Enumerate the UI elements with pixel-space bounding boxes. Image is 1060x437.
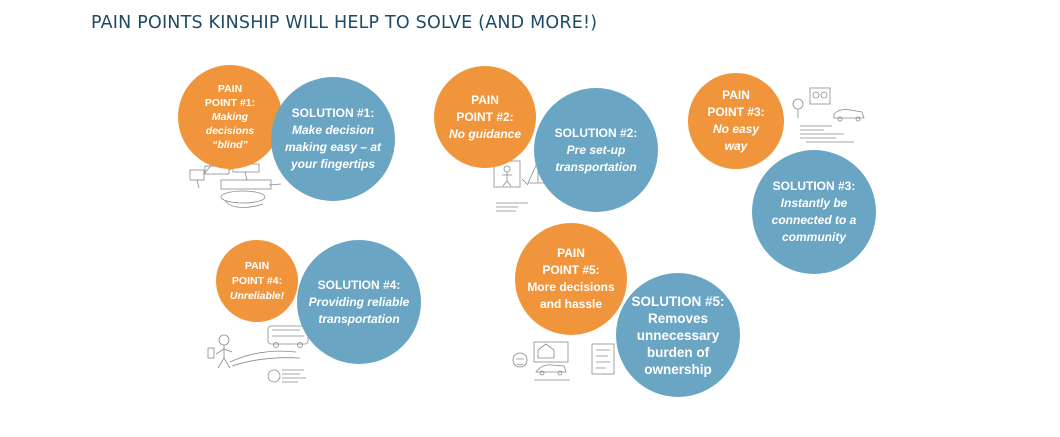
solution-4: SOLUTION #4: Providing reliable transpor… <box>297 240 421 364</box>
solution-4-head: SOLUTION #4: <box>317 277 401 292</box>
solution-3-body: community <box>781 230 846 244</box>
solution-1-body: your fingertips <box>290 157 375 171</box>
sketch-car-house-figures-icon <box>512 341 615 381</box>
solution-1-body: Make decision <box>291 123 375 137</box>
solution-5-head: SOLUTION #5: <box>631 293 725 309</box>
pain-point-4-head: POINT #4: <box>231 274 283 287</box>
pain-point-1: PAIN POINT #1: Making decisions “blind” <box>178 65 282 169</box>
solution-5-body: burden of <box>646 344 710 360</box>
pain-point-5-head: POINT #5: <box>542 263 600 277</box>
solution-5-body: ownership <box>644 361 712 377</box>
pain-point-2: PAIN POINT #2: No guidance <box>434 66 536 168</box>
pain-point-1-body: decisions <box>205 125 255 137</box>
sketch-decision-flow-icon <box>189 152 282 208</box>
solution-4-body: transportation <box>318 311 400 326</box>
solution-5-body: unnecessary <box>636 327 720 343</box>
pain-point-2-body: No guidance <box>448 126 521 141</box>
pain-point-1-body: Making <box>211 111 249 123</box>
solution-2-body: Pre set-up <box>566 142 626 157</box>
pain-point-3: PAIN POINT #3: No easy way <box>688 73 784 169</box>
pain-point-2-head: PAIN <box>471 92 499 107</box>
pain-point-4: PAIN POINT #4: Unreliable! <box>216 240 298 322</box>
solution-1-body: making easy – at <box>284 140 382 154</box>
pain-point-4-head: PAIN <box>244 259 270 272</box>
solution-5: SOLUTION #5: Removes unnecessary burden … <box>616 273 740 397</box>
pain-point-1-head: POINT #1: <box>204 97 256 109</box>
pain-point-5: PAIN POINT #5: More decisions and hassle <box>515 223 627 335</box>
solution-3-body: Instantly be <box>780 196 848 210</box>
solution-2-body: transportation <box>555 159 637 174</box>
solution-1: SOLUTION #1: Make decision making easy –… <box>271 77 395 201</box>
pain-point-5-body: More decisions <box>527 280 615 294</box>
pain-point-5-head: PAIN <box>557 246 585 260</box>
pain-point-3-head: POINT #3: <box>707 105 765 119</box>
pain-point-1-body: “blind” <box>212 139 248 151</box>
page-title: PAIN POINTS KINSHIP WILL HELP TO SOLVE (… <box>91 13 598 33</box>
pain-point-3-body: way <box>724 139 748 153</box>
pain-point-5-body: and hassle <box>539 297 603 311</box>
pain-point-4-body: Unreliable! <box>229 289 285 302</box>
sketch-walking-figure-bus-icon <box>207 325 309 383</box>
pain-point-1-head: PAIN <box>217 83 243 95</box>
solution-2-head: SOLUTION #2: <box>554 125 638 140</box>
pain-point-3-body: No easy <box>712 122 760 136</box>
solution-5-body: Removes <box>647 310 709 326</box>
pain-point-2-head: POINT #2: <box>456 109 514 124</box>
solution-3: SOLUTION #3: Instantly be connected to a… <box>752 150 876 274</box>
pain-point-3-head: PAIN <box>722 88 750 102</box>
solution-1-head: SOLUTION #1: <box>291 106 375 120</box>
solution-3-head: SOLUTION #3: <box>772 179 856 193</box>
solution-2: SOLUTION #2: Pre set-up transportation <box>534 88 658 212</box>
sketch-people-car-notes-icon <box>792 87 865 143</box>
solution-3-body: connected to a <box>771 213 857 227</box>
solution-4-body: Providing reliable <box>308 294 410 309</box>
